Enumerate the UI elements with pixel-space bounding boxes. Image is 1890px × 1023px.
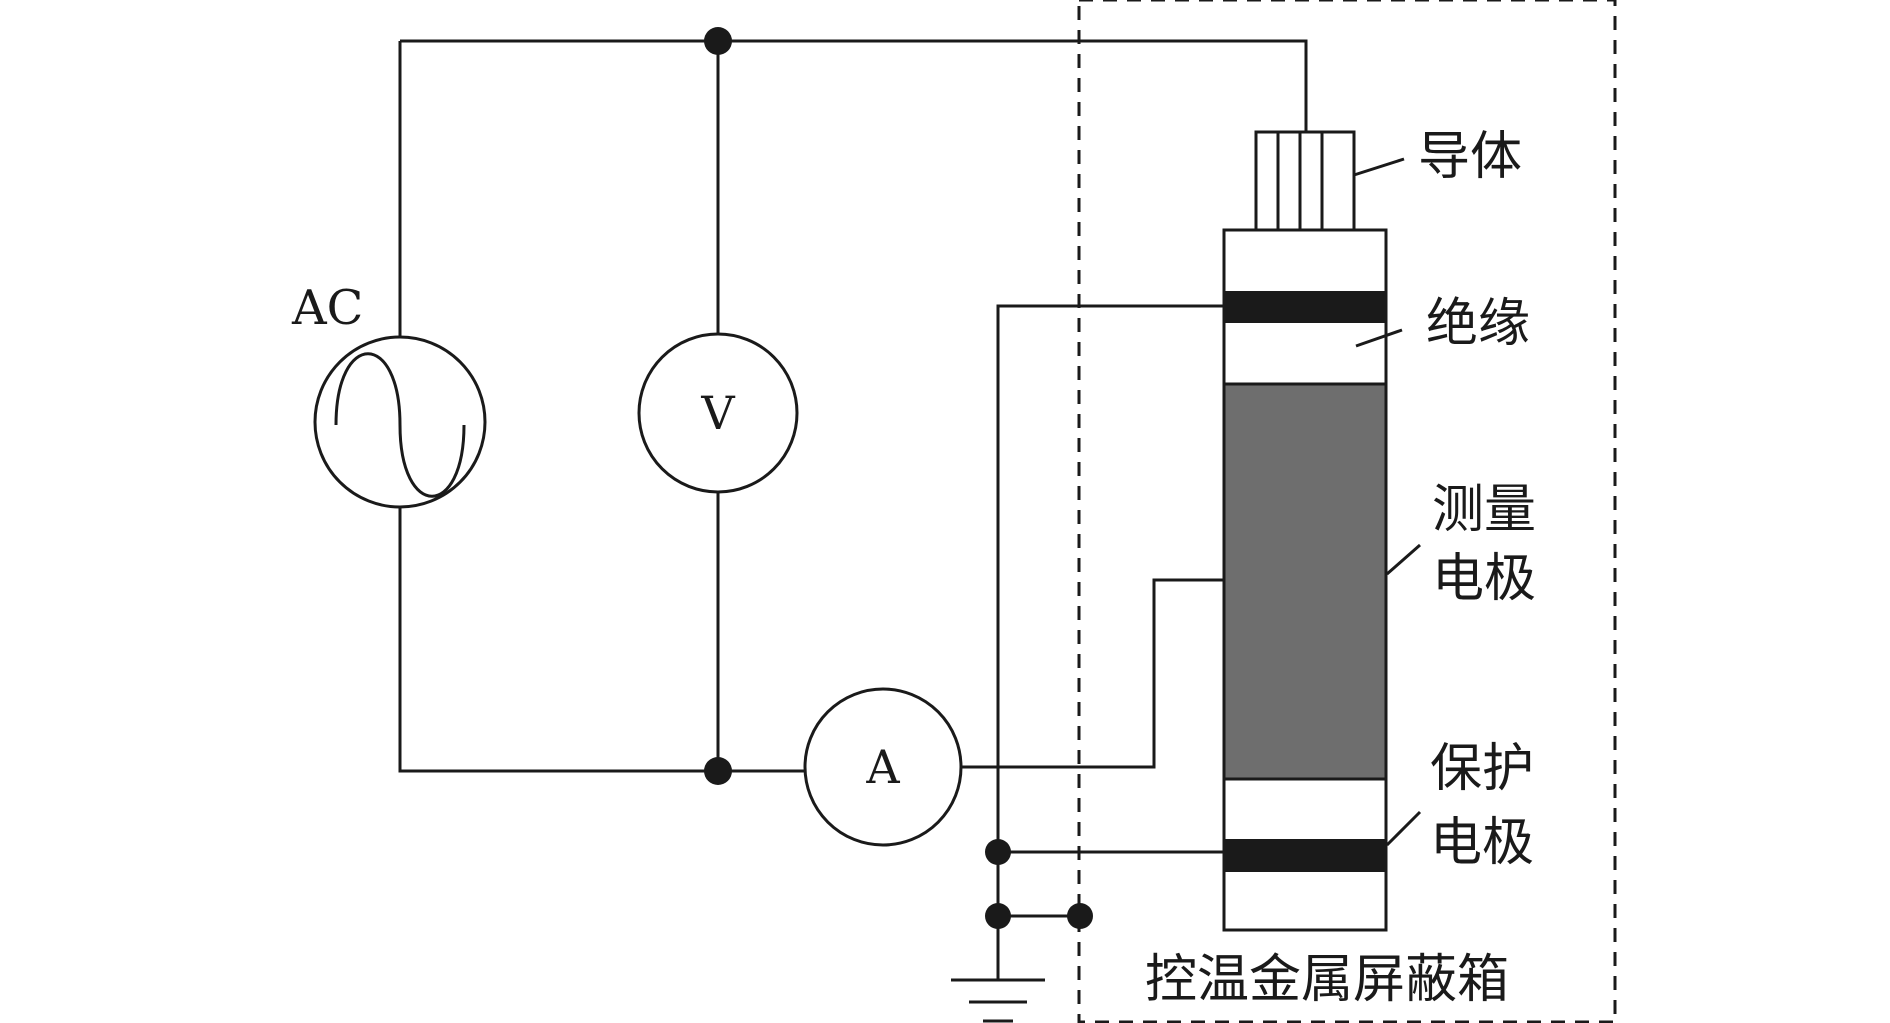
voltmeter: V	[637, 332, 799, 494]
conductor	[1254, 130, 1356, 232]
top-wire	[400, 39, 1308, 132]
insulation-label: 绝缘	[1426, 294, 1530, 354]
cable-specimen	[1222, 130, 1388, 932]
wiring	[398, 39, 1308, 980]
measure-lead	[961, 578, 1224, 769]
measuring-electrode-label-line2: 电极	[1432, 549, 1536, 609]
shield-box-label: 控温金属屏蔽箱	[1145, 950, 1509, 1010]
ammeter: A	[803, 687, 963, 847]
junctions	[704, 27, 1093, 929]
conductor-label: 导体	[1418, 127, 1522, 187]
ground-icon	[951, 978, 1045, 1023]
ac-label: AC	[291, 280, 363, 336]
leader-lines	[1353, 157, 1422, 847]
ammeter-label: A	[865, 740, 900, 794]
upper-guard-electrode	[1224, 291, 1386, 323]
guard-electrode-label-line2: 电极	[1430, 813, 1534, 873]
junction-guard	[985, 839, 1011, 865]
sine-wave-icon	[334, 352, 466, 498]
guard-bus	[996, 304, 1224, 980]
lower-guard-electrode	[1224, 839, 1386, 872]
shield-box	[1077, 0, 1617, 1023]
junction-top	[704, 27, 732, 55]
measuring-electrode-label-line1: 测量	[1432, 480, 1536, 540]
measuring-electrode	[1222, 382, 1388, 781]
junction-bottom	[704, 757, 732, 785]
ac-branch-bottom	[398, 508, 717, 773]
ac-source	[313, 335, 487, 509]
guard-electrode-label-line1: 保护	[1430, 739, 1534, 799]
junction-shield	[1067, 903, 1093, 929]
junction-ground	[985, 903, 1011, 929]
voltmeter-label: V	[700, 386, 735, 440]
